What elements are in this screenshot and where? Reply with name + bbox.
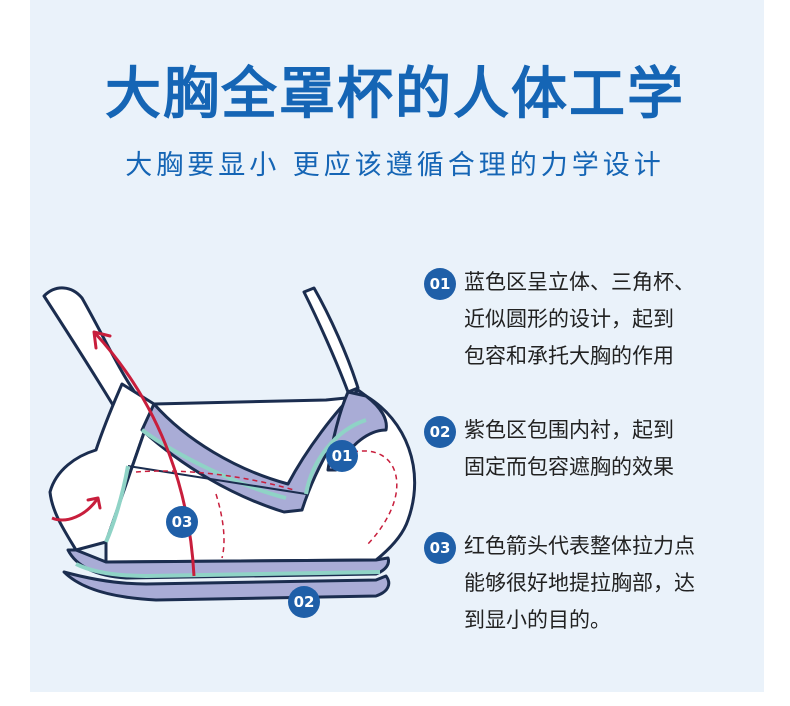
point-02-line-1: 紫色区包围内衬，起到 [464,418,674,442]
point-02-text: 紫色区包围内衬，起到 固定而包容遮胸的效果 [464,412,764,486]
point-01-text: 蓝色区呈立体、三角杯、 近似圆形的设计，起到 包容和承托大胸的作用 [464,264,764,375]
marker-01-badge: 01 [326,440,358,472]
point-03-line-1: 红色箭头代表整体拉力点 [464,534,695,558]
bra-illustration: 01 02 03 [36,280,428,630]
point-01-line-1: 蓝色区呈立体、三角杯、 [464,270,695,294]
point-03-line-2: 能够很好地提拉胸部，达 [464,571,695,595]
marker-03-badge: 03 [166,506,198,538]
marker-02-badge: 02 [288,586,320,618]
point-03-text: 红色箭头代表整体拉力点 能够很好地提拉胸部，达 到显小的目的。 [464,528,764,639]
point-01-line-2: 近似圆形的设计，起到 [464,307,674,331]
page-subtitle: 大胸要显小 更应该遵循合理的力学设计 [125,150,665,181]
point-03-line-3: 到显小的目的。 [464,608,611,632]
point-01-line-3: 包容和承托大胸的作用 [464,344,674,368]
bra-drawing [42,286,417,602]
point-02-line-2: 固定而包容遮胸的效果 [464,455,674,479]
point-01-badge: 01 [424,268,456,300]
page-title: 大胸全罩杯的人体工学 [105,62,685,127]
point-03-badge: 03 [424,532,456,564]
point-02-badge: 02 [424,416,456,448]
